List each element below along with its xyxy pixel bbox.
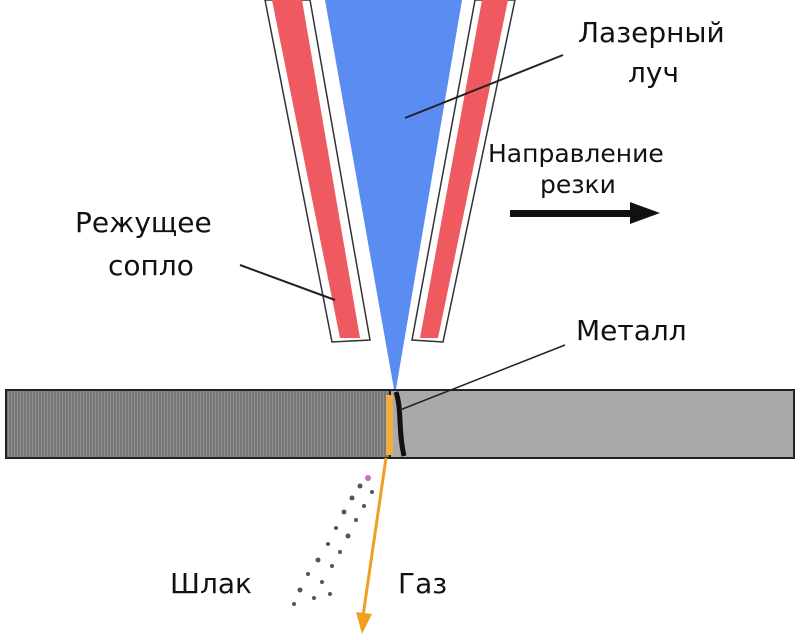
- laser-beam-label-line1: Лазерный: [578, 16, 725, 49]
- cutting-direction-arrow: [510, 202, 660, 224]
- nozzle-label-line1: Режущее: [75, 206, 212, 239]
- metal-cut-part: [5, 389, 391, 459]
- nozzle-left-wall: [272, 0, 360, 338]
- slag-label: Шлак: [170, 567, 252, 600]
- slag-particles: [292, 475, 374, 606]
- nozzle-leader-line: [239, 264, 336, 301]
- gas-label: Газ: [398, 567, 447, 600]
- direction-label-line2: резки: [540, 170, 616, 199]
- cut-front: [393, 391, 407, 457]
- laser-leader-line: [404, 54, 564, 119]
- metal-label: Металл: [576, 314, 687, 347]
- metal-workpiece: [5, 389, 795, 459]
- nozzle-right-wall: [420, 0, 508, 338]
- metal-uncut-part: [389, 389, 795, 459]
- nozzle-label-line2: сопло: [108, 249, 194, 282]
- kerf-glow: [386, 395, 393, 455]
- cutting-nozzle: [264, 0, 516, 343]
- metal-leader-line: [399, 344, 566, 411]
- direction-label-line1: Направление: [488, 139, 664, 168]
- laser-beam-label-line2: луч: [628, 56, 679, 89]
- laser-beam: [325, 0, 462, 395]
- gas-arrow: [356, 457, 388, 634]
